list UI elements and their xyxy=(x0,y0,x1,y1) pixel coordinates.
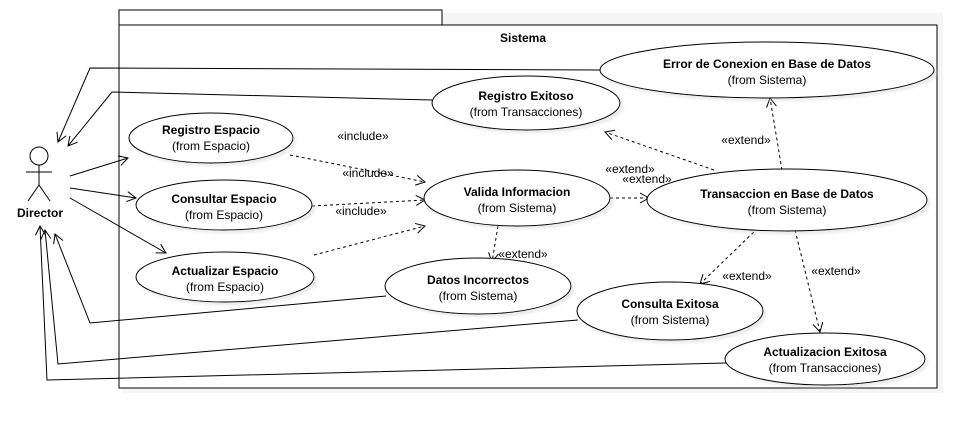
include-consultar xyxy=(311,195,427,207)
use-case-origin: (from Espacio) xyxy=(186,280,264,294)
use-case-origin: (from Espacio) xyxy=(185,208,263,222)
assoc-consultar-espacio xyxy=(69,187,138,203)
actor-director[interactable]: Director xyxy=(17,146,63,220)
use-case-origin: (from Transacciones) xyxy=(470,105,583,119)
assoc-actualizar-espacio xyxy=(69,197,167,254)
use-case-consultar-espacio[interactable]: Consultar Espacio (from Espacio) xyxy=(135,179,313,231)
use-case-origin: (from Sistema) xyxy=(728,73,807,87)
use-case-name: Consulta Exitosa xyxy=(621,297,719,311)
use-case-datos-incorrectos[interactable]: Datos Incorrectos (from Sistema) xyxy=(384,257,572,315)
stereotype-include: «include» xyxy=(342,166,394,180)
system-title: Sistema xyxy=(500,31,546,45)
associations-outgoing xyxy=(69,155,167,254)
use-case-registro-espacio[interactable]: Registro Espacio (from Espacio) xyxy=(128,112,294,164)
use-case-valida-informacion[interactable]: Valida Informacion (from Sistema) xyxy=(423,169,611,227)
assoc-registro-exitoso xyxy=(67,91,433,147)
use-case-origin: (from Transacciones) xyxy=(769,361,882,375)
use-case-origin: (from Sistema) xyxy=(478,201,557,215)
actor-label: Director xyxy=(17,206,63,220)
use-case-name: Error de Conexion en Base de Datos xyxy=(663,57,871,71)
include-actualizar xyxy=(313,222,426,256)
use-case-actualizar-espacio[interactable]: Actualizar Espacio (from Espacio) xyxy=(135,251,315,303)
use-case-name: Registro Espacio xyxy=(162,123,260,137)
stereotype-include: «include» xyxy=(337,129,389,143)
use-case-actualizacion-exitosa[interactable]: Actualizacion Exitosa (from Transaccione… xyxy=(724,332,926,386)
extend-valida-datos xyxy=(488,225,499,264)
extend-transaccion-error xyxy=(766,96,783,171)
assoc-actualizacion-exitosa xyxy=(34,224,727,381)
stereotype-extend: «extend» xyxy=(721,133,771,147)
stereotype-include: «include» xyxy=(335,204,387,218)
use-case-registro-exitoso[interactable]: Registro Exitoso (from Transacciones) xyxy=(431,75,621,131)
use-case-origin: (from Sistema) xyxy=(748,203,827,217)
associations-incoming xyxy=(34,67,727,381)
use-case-consulta-exitosa[interactable]: Consulta Exitosa (from Sistema) xyxy=(576,281,764,341)
use-case-name: Valida Informacion xyxy=(464,185,571,199)
use-case-name: Datos Incorrectos xyxy=(427,273,529,287)
use-case-name: Actualizar Espacio xyxy=(172,264,279,278)
stereotype-extend: «extend» xyxy=(722,269,772,283)
dependencies xyxy=(289,96,824,333)
use-case-name: Actualizacion Exitosa xyxy=(763,345,887,359)
use-case-name: Transaccion en Base de Datos xyxy=(700,187,874,201)
assoc-error-conexion xyxy=(56,67,601,143)
use-case-name: Consultar Espacio xyxy=(171,192,276,206)
include-registro xyxy=(289,154,427,186)
extend-transaccion-registro xyxy=(604,129,715,171)
use-case-error-conexion[interactable]: Error de Conexion en Base de Datos (from… xyxy=(599,41,935,99)
stereotype-extend: «extend» xyxy=(498,247,548,261)
extend-transaccion-consulta xyxy=(699,227,759,285)
assoc-consulta-exitosa xyxy=(40,228,579,365)
use-case-origin: (from Sistema) xyxy=(439,289,518,303)
use-case-origin: (from Espacio) xyxy=(172,139,250,153)
stereotype-extend: «extend» xyxy=(811,264,861,278)
stereotype-labels: «include» «include» «include» «extend» «… xyxy=(335,129,861,283)
stereotype-extend: «extend» xyxy=(605,162,655,176)
use-case-name: Registro Exitoso xyxy=(478,89,573,103)
use-case-origin: (from Sistema) xyxy=(631,313,710,327)
assoc-registro-espacio xyxy=(69,155,129,177)
use-case-transaccion-bd[interactable]: Transaccion en Base de Datos (from Siste… xyxy=(646,168,928,232)
assoc-datos-incorrectos xyxy=(53,233,387,324)
actor-head xyxy=(29,146,49,166)
stereotype-extend: «extend» xyxy=(622,172,672,186)
